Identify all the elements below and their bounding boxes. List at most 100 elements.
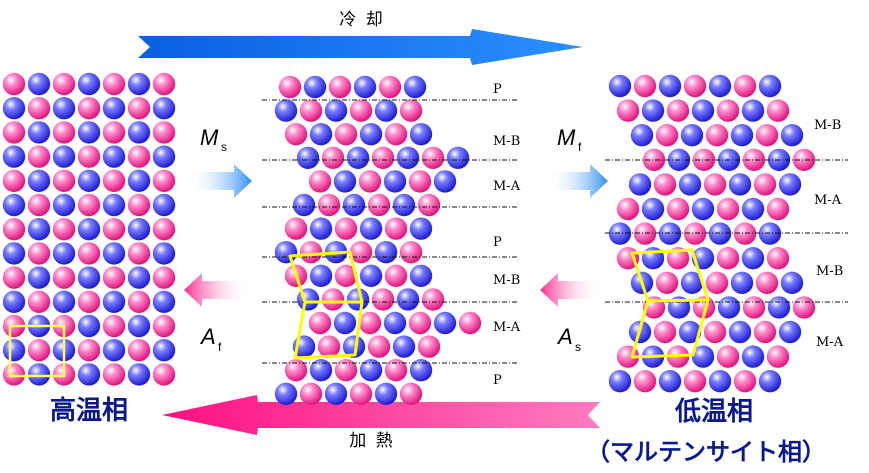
pink-atom — [127, 145, 151, 168]
heating-arrow — [162, 395, 600, 435]
pink-atom — [417, 193, 441, 217]
blue-atom — [717, 296, 741, 319]
blue-atom — [127, 314, 151, 338]
pink-atom — [766, 345, 790, 368]
as-symbol: A — [556, 324, 573, 349]
pink-atom — [299, 382, 323, 405]
pink-atom — [127, 242, 151, 265]
blue-atom — [152, 145, 176, 168]
blue-atom — [274, 241, 298, 264]
blue-atom — [392, 193, 416, 217]
blue-atom — [780, 271, 804, 294]
blue-atom — [77, 121, 101, 144]
pink-atom — [384, 123, 408, 146]
pink-atom — [102, 314, 126, 338]
pink-atom — [152, 218, 176, 241]
blue-atom — [27, 169, 51, 192]
blue-atom — [680, 124, 704, 147]
pink-atom — [127, 290, 151, 313]
middle-twin-cell — [288, 250, 364, 360]
pink-atom — [152, 72, 176, 96]
pink-atom — [317, 193, 341, 217]
pink-atom — [642, 148, 666, 171]
blue-atom — [152, 242, 176, 265]
pink-atom — [152, 266, 176, 289]
blue-atom — [708, 222, 732, 245]
pink-atom — [2, 266, 26, 289]
pink-atom — [421, 146, 445, 169]
pink-atom — [733, 222, 757, 245]
blue-atom — [780, 124, 804, 147]
blue-atom — [309, 264, 333, 287]
blue-atom — [2, 339, 26, 362]
pink-atom — [52, 72, 76, 96]
blue-atom — [346, 288, 370, 311]
blue-atom — [708, 74, 732, 98]
pink-atom — [127, 97, 151, 120]
blue-atom — [303, 75, 327, 99]
pink-atom — [321, 288, 345, 311]
pink-atom — [421, 288, 445, 311]
pink-atom — [77, 242, 101, 265]
pink-atom — [317, 335, 341, 358]
blue-atom — [77, 218, 101, 241]
blue-atom — [152, 339, 176, 362]
pink-atom — [284, 359, 308, 382]
pink-atom — [52, 266, 76, 289]
blue-atom — [127, 363, 151, 386]
pink-atom — [755, 124, 779, 147]
blue-atom — [359, 123, 383, 146]
af-subscript: f — [218, 340, 222, 354]
blue-atom — [741, 345, 765, 368]
pink-atom — [52, 121, 76, 144]
blue-atom — [324, 99, 348, 122]
pink-atom — [683, 222, 707, 245]
pink-atom — [2, 121, 26, 144]
heating-label: 加 熱 — [349, 431, 394, 451]
blue-atom — [274, 382, 298, 405]
blue-atom — [296, 146, 320, 169]
blue-atom — [691, 197, 715, 221]
blue-atom — [309, 217, 333, 240]
blue-atom — [658, 222, 682, 245]
blue-atom — [409, 359, 433, 382]
pink-atom — [321, 146, 345, 169]
blue-atom — [383, 170, 407, 193]
blue-atom — [730, 124, 754, 147]
blue-atom — [52, 290, 76, 313]
blue-atom — [741, 99, 765, 122]
blue-atom — [77, 266, 101, 289]
blue-atom — [680, 271, 704, 294]
pink-atom — [77, 339, 101, 362]
pink-atom — [367, 193, 391, 217]
pink-atom — [371, 288, 395, 311]
blue-atom — [758, 74, 782, 98]
mf-arrow — [548, 164, 608, 198]
pink-atom — [102, 121, 126, 144]
pink-atom — [458, 311, 482, 335]
pink-atom — [705, 124, 729, 147]
blue-atom — [52, 242, 76, 265]
blue-atom — [2, 193, 26, 217]
high-temperature-phase-label: 高温相 — [50, 395, 128, 426]
pink-atom — [766, 247, 790, 270]
blue-atom — [608, 222, 632, 245]
right-layer-label: M-A — [816, 335, 844, 350]
pink-atom — [152, 314, 176, 338]
pink-atom — [27, 242, 51, 265]
blue-atom — [52, 145, 76, 168]
blue-atom — [691, 345, 715, 368]
pink-atom — [417, 335, 441, 358]
blue-atom — [2, 242, 26, 265]
pink-atom — [299, 241, 323, 264]
blue-atom — [52, 97, 76, 120]
pink-atom — [703, 173, 727, 196]
blue-atom — [741, 247, 765, 270]
blue-atom — [396, 288, 420, 311]
intermediate-lattice — [274, 75, 482, 405]
blue-atom — [359, 264, 383, 287]
pink-atom — [77, 193, 101, 217]
pink-atom — [102, 363, 126, 386]
blue-atom — [641, 99, 665, 122]
pink-atom — [399, 382, 423, 405]
